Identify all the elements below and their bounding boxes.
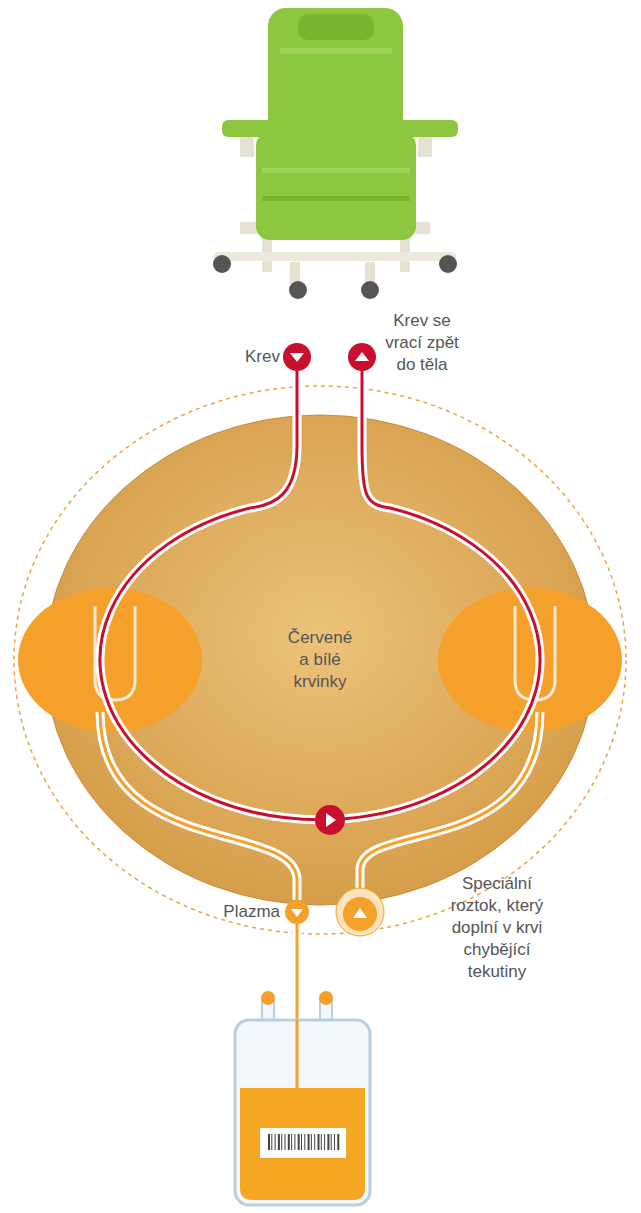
flow-icon: [285, 888, 384, 936]
machine-outline: [14, 386, 626, 934]
plasma-bag: [235, 991, 370, 1205]
flow-label: Krev: [245, 346, 280, 368]
flow-label: Plazma: [223, 901, 280, 923]
flow-label: Speciální roztok, který doplní v krvi ch…: [438, 873, 556, 983]
flow-label: Krev se vrací zpět do těla: [376, 310, 468, 376]
chair: [213, 8, 458, 299]
node-label: Červené a bílé krvinky: [281, 627, 359, 693]
blood-line: [100, 370, 540, 820]
flow-icon: [283, 343, 376, 835]
